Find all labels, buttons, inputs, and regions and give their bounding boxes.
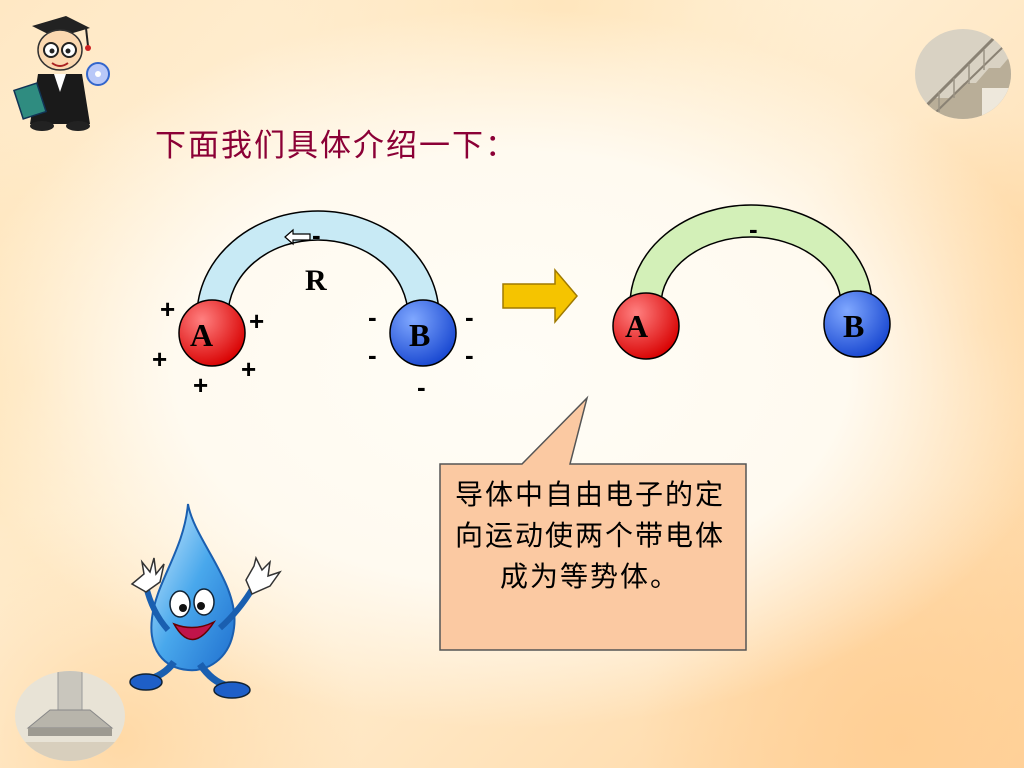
conductor-label-r: R <box>305 264 327 297</box>
charge-a-3: + <box>152 344 167 374</box>
charge-a-5: + <box>193 370 208 400</box>
range-hood-photo <box>15 671 125 761</box>
transition-arrow-icon <box>502 267 578 325</box>
right-sphere-b <box>823 290 891 358</box>
electron-direction-arrow-icon <box>284 228 311 246</box>
left-sphere-b-label: B <box>409 317 430 353</box>
charge-b-4: - <box>465 340 474 370</box>
left-figure: - R A B + + + + + - - - - - <box>152 210 474 402</box>
charge-b-1: - <box>368 302 377 332</box>
right-sphere-b-label: B <box>843 308 864 344</box>
slide-title: 下面我们具体介绍一下： <box>155 128 518 164</box>
right-sphere-a <box>612 292 680 360</box>
charge-b-2: - <box>465 302 474 332</box>
charge-a-2: + <box>249 306 264 336</box>
charge-b-5: - <box>417 372 426 402</box>
right-sphere-a-label: A <box>625 308 648 344</box>
water-drop-mascot-icon <box>129 503 282 699</box>
left-sphere-b <box>389 299 457 367</box>
left-sphere-a-label: A <box>190 317 213 353</box>
charge-a-1: + <box>160 294 175 324</box>
callout-box <box>439 395 747 651</box>
charge-a-4: + <box>241 354 256 384</box>
teacher-mascot-icon <box>13 16 110 131</box>
callout-text: 导体中自由电子的定向运动使两个带电体成为等势体。 <box>454 478 725 593</box>
right-electron-on-conductor: - <box>749 214 758 244</box>
left-sphere-a <box>178 299 246 367</box>
right-figure: - A B <box>612 204 891 360</box>
staircase-photo <box>915 29 1011 119</box>
charge-b-3: - <box>368 340 377 370</box>
left-electron-on-conductor: - <box>312 220 321 250</box>
